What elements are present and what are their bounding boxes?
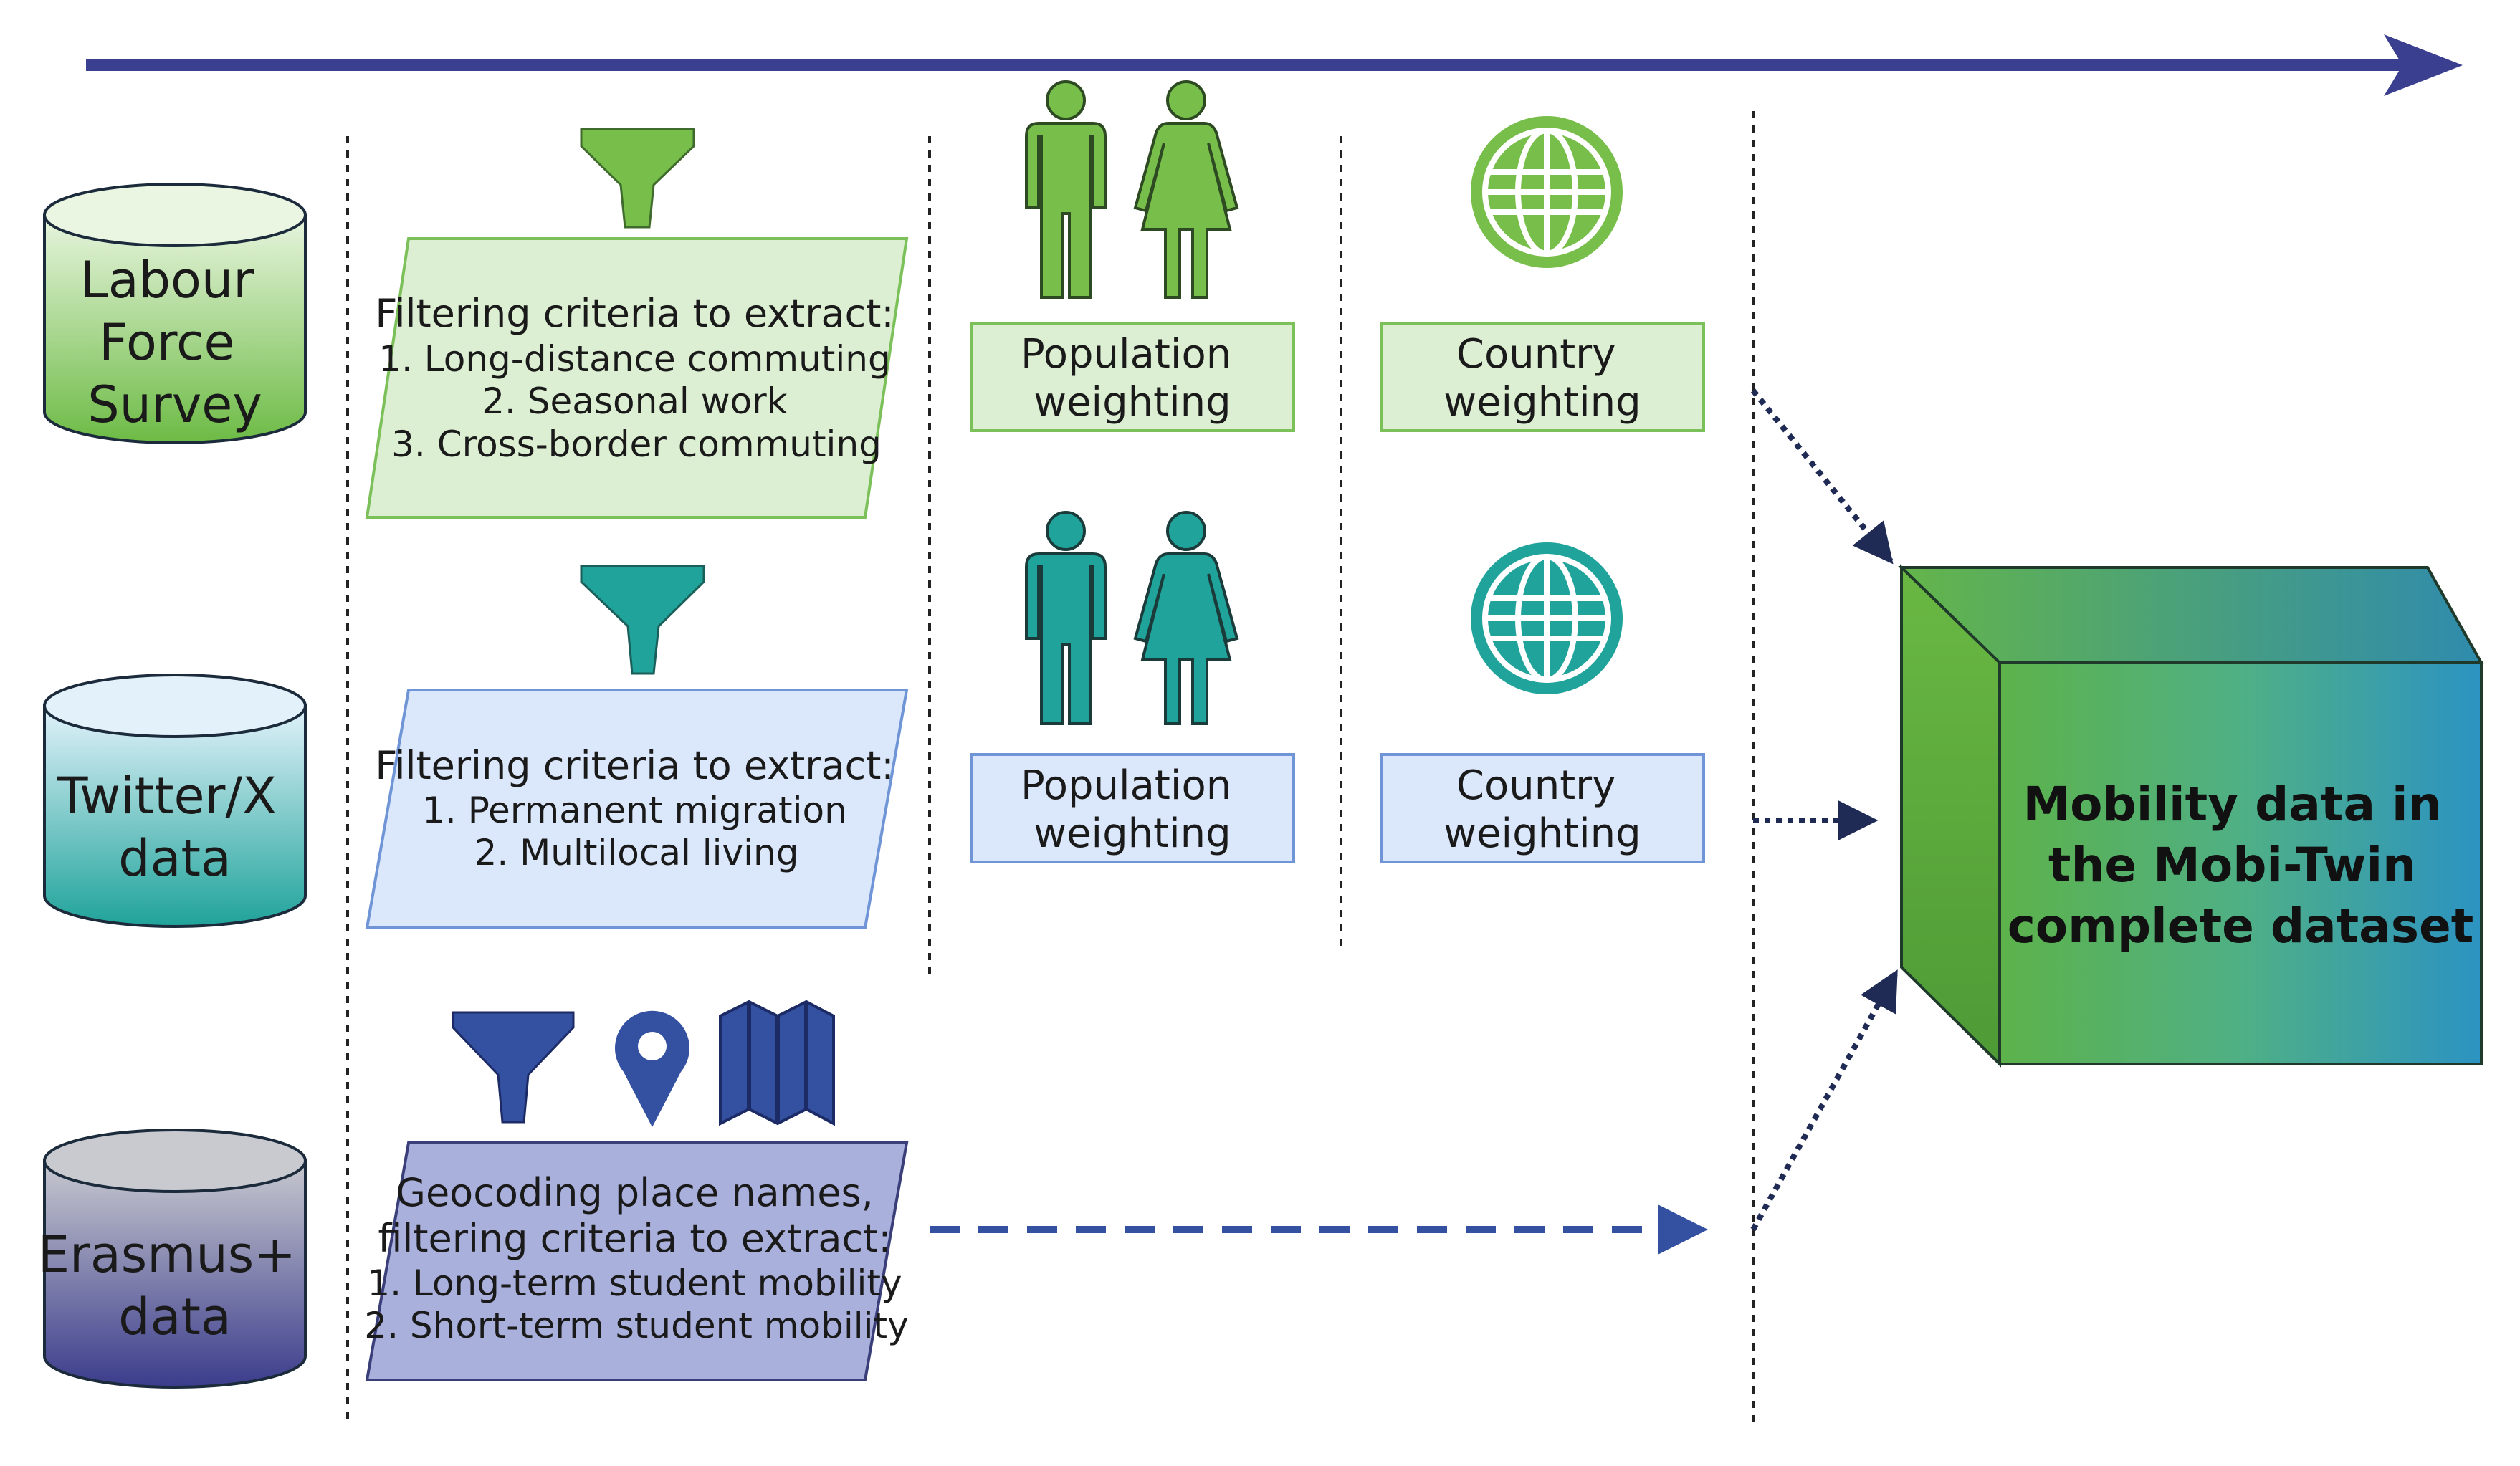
weighting-label-line: weighting <box>1443 379 1641 426</box>
source-label-labour: Labour Force Survey <box>80 251 270 434</box>
criteria-item: 2. Seasonal work <box>482 380 788 422</box>
man-icon <box>1025 80 1107 299</box>
source-label-erasmus: Erasmus+ data <box>38 1225 312 1346</box>
cube-icon <box>1898 564 2484 1068</box>
funnel-icon <box>580 565 705 675</box>
criteria-heading: Filtering criteria to extract: <box>375 291 894 336</box>
globe-icon <box>1471 116 1623 268</box>
final-dataset-label: Mobility data in the Mobi-Twin complete … <box>2008 777 2474 954</box>
criteria-box-twitter: Filtering criteria to extract: 1. Perman… <box>365 689 909 929</box>
cube-top-face <box>1898 566 2484 664</box>
criteria-item: 1. Long-term student mobility <box>367 1263 902 1304</box>
source-label-line: Labour <box>80 251 254 310</box>
criteria-item: 2. Multilocal living <box>474 832 799 873</box>
weighting-label-line: Population <box>1021 762 1231 809</box>
woman-icon <box>1133 80 1239 299</box>
criteria-item: 3. Cross-border commuting <box>391 423 882 465</box>
population-weighting-box-twitter: Population weighting <box>970 753 1295 863</box>
criteria-heading: filtering criteria to extract: <box>378 1216 891 1261</box>
svg-text:Country weighting: Country weighting <box>1443 331 1641 426</box>
svg-text:Filtering criteria to extract:: Filtering criteria to extract: 1. Perman… <box>375 743 897 873</box>
database-icon <box>43 674 307 928</box>
source-label-line: data <box>118 1288 232 1346</box>
criteria-heading: Filtering criteria to extract: <box>375 743 894 788</box>
svg-text:Filtering criteria to extract:: Filtering criteria to extract: 1. Long-d… <box>375 291 897 465</box>
timeline-arrow <box>86 34 2463 96</box>
weighting-label-line: Population <box>1021 331 1231 378</box>
globe-icon <box>1471 542 1623 694</box>
svg-text:Geocoding place names, f: Geocoding place names, filtering criteri… <box>364 1170 908 1346</box>
funnel-icon <box>452 1011 575 1124</box>
cube-front-face <box>1998 661 2483 1065</box>
source-erasmus-data: Erasmus+ data <box>38 1129 312 1389</box>
source-label-twitter: Twitter/X data <box>57 767 292 888</box>
svg-text:Country weighting: Country weighting <box>1443 762 1641 857</box>
map-pin-icon <box>615 1010 690 1127</box>
man-icon <box>1025 511 1107 725</box>
criteria-box-labour: Filtering criteria to extract: 1. Long-d… <box>365 237 909 519</box>
column-dividers <box>346 111 1755 1426</box>
weighting-label-line: weighting <box>1034 379 1231 426</box>
source-label-line: Survey <box>87 375 262 434</box>
source-label-line: Twitter/X <box>57 767 277 825</box>
source-label-line: Force <box>99 313 234 372</box>
funnel-icon <box>580 128 695 229</box>
svg-text:Population weighting: Population weighting <box>1021 762 1244 857</box>
country-weighting-box-twitter: Country weighting <box>1380 753 1705 863</box>
connector-erasmus-to-cube <box>1750 969 1899 1231</box>
weighting-label-line: Country <box>1456 331 1615 378</box>
connector-labour-to-cube <box>1750 388 1894 565</box>
criteria-box-erasmus: Geocoding place names, filtering criteri… <box>364 1141 909 1381</box>
criteria-item: 1. Permanent migration <box>422 790 847 831</box>
dotted-connectors <box>1750 388 1899 1231</box>
source-label-line: Erasmus+ <box>38 1225 296 1284</box>
source-label-line: data <box>118 829 232 888</box>
final-label-line: Mobility data in <box>2023 777 2441 832</box>
weighting-label-line: weighting <box>1034 810 1231 857</box>
source-labour-force-survey: Labour Force Survey <box>43 183 307 444</box>
weighting-label-line: weighting <box>1443 810 1641 857</box>
country-weighting-box-labour: Country weighting <box>1380 322 1705 432</box>
weighting-label-line: Country <box>1456 762 1615 809</box>
folded-map-icon <box>719 1000 835 1126</box>
woman-icon <box>1133 511 1239 725</box>
source-twitter-x-data: Twitter/X data <box>43 674 307 928</box>
final-label-line: the Mobi-Twin <box>2048 838 2416 893</box>
criteria-item: 1. Long-distance commuting <box>378 338 891 380</box>
database-icon <box>43 183 307 444</box>
final-label-line: complete dataset <box>2008 899 2474 954</box>
svg-text:Population weighting: Population weighting <box>1021 331 1244 426</box>
criteria-heading: Geocoding place names, <box>396 1170 874 1215</box>
population-weighting-box-labour: Population weighting <box>970 322 1295 432</box>
database-icon <box>43 1129 307 1389</box>
criteria-item: 2. Short-term student mobility <box>364 1305 908 1346</box>
